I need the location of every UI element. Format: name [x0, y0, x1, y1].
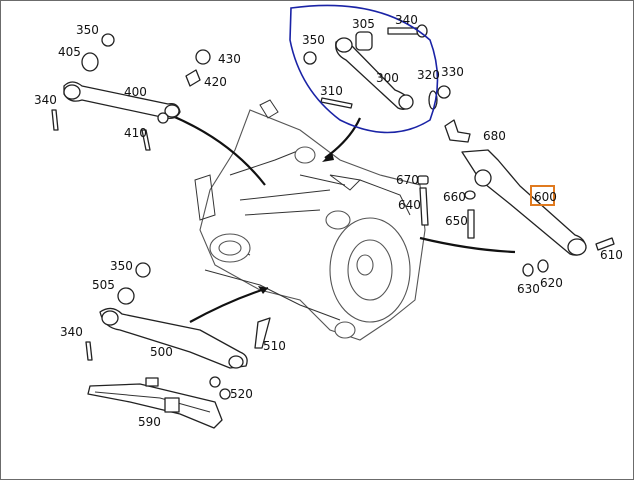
- part-label-590: 590: [138, 415, 161, 429]
- pointer-arrows: [169, 113, 516, 323]
- part-label-660: 660: [443, 190, 466, 204]
- part-label-600: 600: [534, 190, 557, 204]
- part-label-520: 520: [230, 387, 253, 401]
- wheel-carrier: [194, 99, 426, 341]
- part-label-410: 410: [124, 126, 147, 140]
- part-label-680: 680: [483, 129, 506, 143]
- part-label-320: 320: [417, 68, 440, 82]
- upper-link-400: [51, 33, 211, 151]
- part-label-510: 510: [263, 339, 286, 353]
- part-label-350: 350: [76, 23, 99, 37]
- part-label-350-top: 350: [302, 33, 325, 47]
- part-label-340: 340: [34, 93, 57, 107]
- lower-link-500: [85, 262, 271, 400]
- part-label-330: 330: [441, 65, 464, 79]
- blue-circle-highlight: [289, 4, 439, 134]
- part-label-300: 300: [376, 71, 399, 85]
- part-label-610: 610: [600, 248, 623, 262]
- part-label-405: 405: [58, 45, 81, 59]
- part-label-340-lower: 340: [60, 325, 83, 339]
- part-label-500: 500: [150, 345, 173, 359]
- part-labels: 350 405 430 420 400 340 410 305 340 350 …: [34, 13, 623, 429]
- part-label-650: 650: [445, 214, 468, 228]
- part-label-340-top: 340: [395, 13, 418, 27]
- part-label-430: 430: [218, 52, 241, 66]
- control-arm-600: [417, 119, 615, 277]
- part-label-620: 620: [540, 276, 563, 290]
- upper-link-300-group: [289, 4, 451, 134]
- part-label-310: 310: [320, 84, 343, 98]
- orange-highlight-box: [530, 185, 555, 206]
- bracket-590: [87, 377, 223, 429]
- part-label-640: 640: [398, 198, 421, 212]
- part-label-505: 505: [92, 278, 115, 292]
- part-label-400: 400: [124, 85, 147, 99]
- part-label-630: 630: [517, 282, 540, 296]
- part-label-305: 305: [352, 17, 375, 31]
- part-label-670: 670: [396, 173, 419, 187]
- part-label-350-lower: 350: [110, 259, 133, 273]
- part-label-420: 420: [204, 75, 227, 89]
